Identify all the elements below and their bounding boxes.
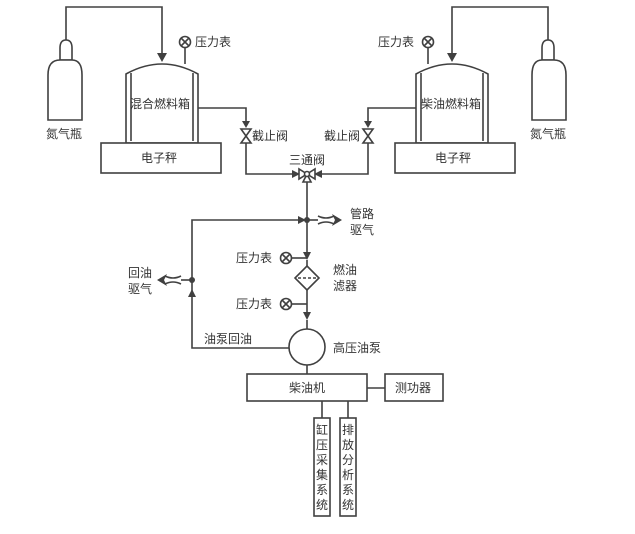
cp-char: 压 [316,438,328,452]
return-loop-line [191,219,300,349]
dynamometer-label: 测功器 [395,381,431,395]
left-cylinder-label: 氮气瓶 [46,126,82,141]
right-tank [415,63,489,144]
ea-char: 系 [342,483,354,497]
right-valve-label: 截止阀 [324,129,360,143]
filter-top-pressure-gauge-icon [279,251,293,265]
right-tank-pressure-gauge-icon [421,35,435,49]
right-nitrogen-line [451,6,549,56]
left-nitrogen-cylinder [47,39,83,121]
cp-char: 系 [316,483,328,497]
pump-return-label: 油泵回油 [204,332,252,346]
high-pressure-pump [288,328,326,366]
right-tank-gauge-label: 压力表 [378,35,414,49]
ea-char: 排 [342,423,354,437]
left-nitrogen-line [65,6,163,56]
left-scale-box [100,142,222,174]
right-scale-label: 电子秤 [435,151,471,165]
emission-analysis-system-box [339,417,357,517]
left-tank-gauge-label: 压力表 [195,35,231,49]
three-way-valve-icon [298,167,316,183]
left-outlet-pipe [198,107,247,124]
return-purge-label-2: 驱气 [128,281,152,296]
cp-char: 采 [316,453,328,467]
left-scale-label: 电子秤 [141,151,177,165]
pipe-purge-nozzle-icon [307,214,342,226]
left-shutoff-valve-icon [239,128,253,144]
three-way-valve-label: 三通阀 [289,153,325,167]
cylinder-pressure-system-box [313,417,331,517]
return-purge-nozzle-icon [157,274,192,286]
pipe-purge-label-1: 管路 [350,206,374,221]
emission-analysis-system-label: 排 放 分 析 系 统 [342,423,354,512]
filter-top-gauge-label: 压力表 [236,251,272,265]
ea-char: 统 [342,498,354,512]
right-scale-box [394,142,516,174]
cp-char: 统 [316,498,328,512]
cp-char: 缸 [316,422,328,437]
ea-char: 分 [342,453,354,467]
cp-char: 集 [316,467,328,482]
left-tank-label: 混合燃料箱 [130,96,190,111]
filter-bottom-gauge-label: 压力表 [236,297,272,311]
filter-label-1: 燃油 [333,262,357,277]
pipe-purge-label-2: 驱气 [350,222,374,237]
pump-label: 高压油泵 [333,340,381,355]
left-valve-label: 截止阀 [252,129,288,143]
right-outlet-pipe [367,107,416,124]
return-purge-label-1: 回油 [128,266,152,280]
left-nitrogen-arrow [157,53,167,62]
right-tank-label: 柴油燃料箱 [421,96,481,111]
cylinder-pressure-system-label: 缸 压 采 集 系 统 [316,422,328,512]
right-nitrogen-cylinder [531,39,567,121]
left-tank [125,63,199,144]
right-cylinder-label: 氮气瓶 [530,126,566,141]
right-nitrogen-arrow [447,53,457,62]
filter-label-2: 滤器 [333,279,357,293]
left-tank-pressure-gauge-icon [178,35,192,49]
dynamometer-box [384,373,444,402]
fuel-filter-icon [293,264,321,292]
ea-char: 析 [342,468,354,482]
engine-label: 柴油机 [289,381,325,395]
filter-bottom-pressure-gauge-icon [279,297,293,311]
ea-char: 放 [342,437,354,452]
right-shutoff-valve-icon [361,128,375,144]
